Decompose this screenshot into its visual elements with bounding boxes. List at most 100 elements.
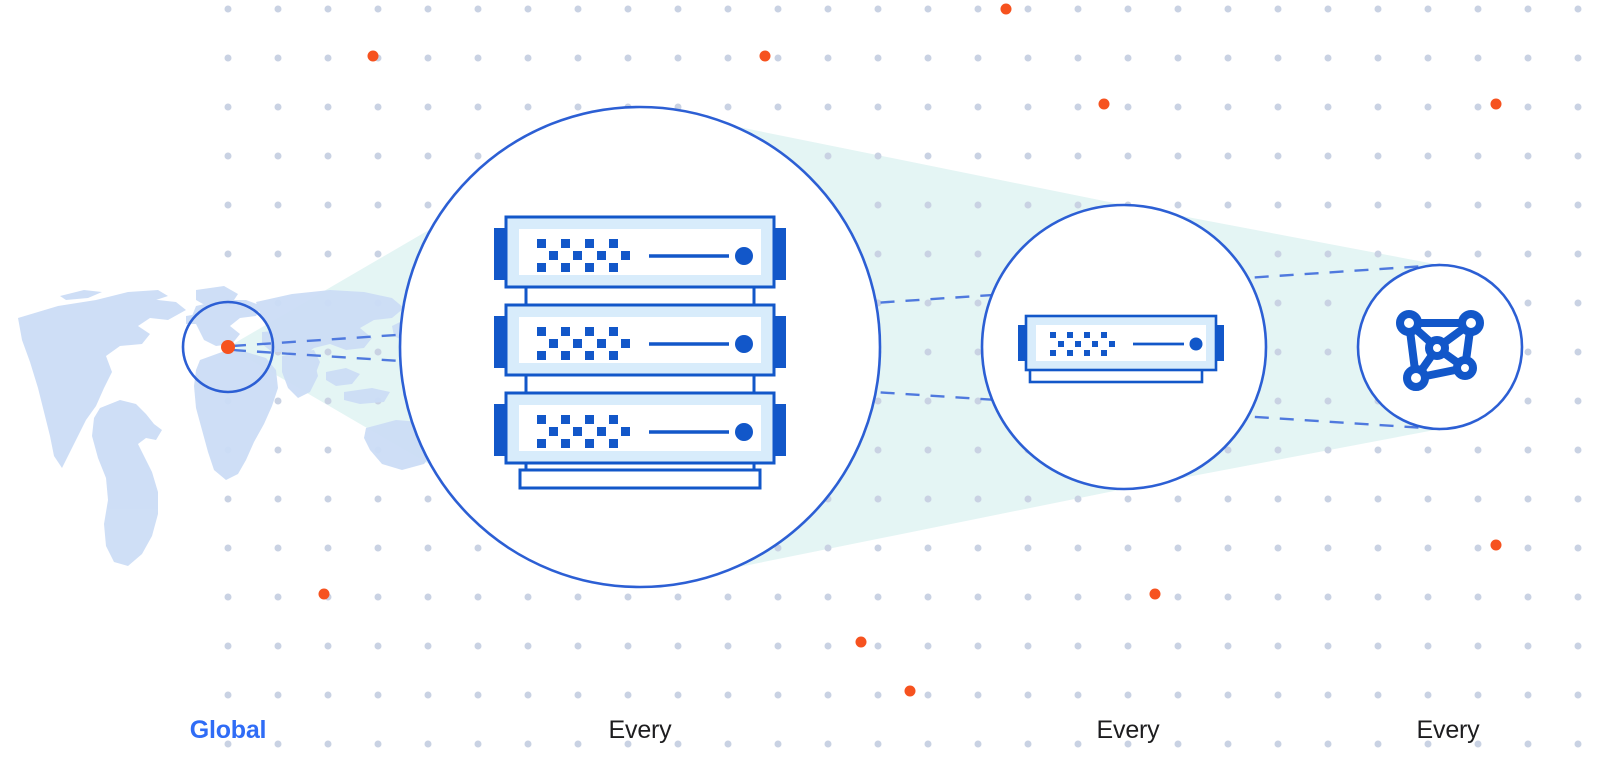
grid-dot	[824, 593, 832, 601]
grid-dot	[974, 740, 982, 748]
grid-dot	[924, 495, 932, 503]
grid-dot	[374, 495, 382, 503]
grid-dot	[224, 54, 232, 62]
grid-dot	[1524, 495, 1532, 503]
grid-dot	[224, 544, 232, 552]
grid-dot	[1274, 691, 1282, 699]
grid-dot	[724, 642, 732, 650]
grid-dot	[1224, 103, 1232, 111]
grid-dot	[324, 103, 332, 111]
rack-unit-2	[494, 303, 786, 377]
grid-dot	[874, 495, 882, 503]
grid-dot	[324, 446, 332, 454]
grid-dot	[1424, 250, 1432, 258]
grid-dot	[424, 544, 432, 552]
grid-dot	[574, 740, 582, 748]
grid-dot	[474, 642, 482, 650]
grid-dot	[974, 446, 982, 454]
grid-dot	[774, 593, 782, 601]
grid-dot	[924, 691, 932, 699]
grid-dot	[374, 740, 382, 748]
grid-dot	[1074, 691, 1082, 699]
grid-dot	[1374, 54, 1382, 62]
grid-dot	[1174, 54, 1182, 62]
grid-dot	[324, 495, 332, 503]
grid-dot	[1324, 446, 1332, 454]
grid-dot	[1574, 5, 1582, 13]
grid-dot	[1024, 201, 1032, 209]
grid-dot	[1374, 250, 1382, 258]
grid-dot	[874, 642, 882, 650]
grid-dot	[374, 152, 382, 160]
grid-dot	[1224, 201, 1232, 209]
grid-dot	[474, 593, 482, 601]
grid-dot	[424, 5, 432, 13]
highlight-dot	[1149, 588, 1161, 600]
grid-dot	[274, 691, 282, 699]
grid-dot	[1474, 740, 1482, 748]
grid-dot	[524, 5, 532, 13]
grid-dot	[474, 544, 482, 552]
grid-dot	[824, 740, 832, 748]
grid-dot	[1574, 740, 1582, 748]
grid-dot	[1524, 152, 1532, 160]
grid-dot	[874, 397, 882, 405]
label-global-network-line1: Global	[189, 716, 267, 744]
grid-dot	[324, 397, 332, 405]
grid-dot	[1024, 740, 1032, 748]
grid-dot	[1124, 642, 1132, 650]
grid-dot	[1474, 642, 1482, 650]
grid-dot	[1424, 593, 1432, 601]
grid-dot	[774, 642, 782, 650]
grid-dot	[874, 152, 882, 160]
grid-dot	[274, 397, 282, 405]
grid-dot	[1274, 250, 1282, 258]
grid-dot	[1174, 740, 1182, 748]
icon-server-rack	[494, 215, 786, 490]
grid-dot	[1574, 397, 1582, 405]
grid-dot	[824, 544, 832, 552]
grid-dot	[374, 103, 382, 111]
grid-dot	[1224, 691, 1232, 699]
grid-dot	[674, 593, 682, 601]
grid-dot	[1274, 593, 1282, 601]
grid-dot	[874, 544, 882, 552]
grid-dot	[1074, 201, 1082, 209]
grid-dot	[1524, 201, 1532, 209]
grid-dot	[1274, 201, 1282, 209]
grid-dot	[1324, 495, 1332, 503]
grid-dot	[1024, 152, 1032, 160]
grid-dot	[1324, 103, 1332, 111]
grid-dot	[624, 691, 632, 699]
grid-dot	[274, 250, 282, 258]
grid-dot	[874, 250, 882, 258]
grid-dot	[374, 5, 382, 13]
grid-dot	[1524, 250, 1532, 258]
highlight-dot	[1490, 539, 1502, 551]
highlight-dot	[367, 50, 379, 62]
grid-dot	[374, 348, 382, 356]
grid-dot	[574, 103, 582, 111]
grid-dot	[924, 152, 932, 160]
grid-dot	[1524, 544, 1532, 552]
rack-unit-1	[494, 215, 786, 289]
grid-dot	[1074, 54, 1082, 62]
grid-dot	[924, 397, 932, 405]
grid-dot	[1324, 691, 1332, 699]
grid-dot	[524, 642, 532, 650]
grid-dot	[1524, 54, 1532, 62]
grid-dot	[1174, 642, 1182, 650]
grid-dot	[274, 642, 282, 650]
grid-dot	[974, 250, 982, 258]
grid-dot	[1174, 544, 1182, 552]
grid-dot	[374, 642, 382, 650]
icon-single-server	[1018, 314, 1224, 384]
grid-dot	[1424, 152, 1432, 160]
grid-dot	[1274, 5, 1282, 13]
grid-dot	[624, 740, 632, 748]
grid-dot	[1424, 5, 1432, 13]
grid-dot	[224, 152, 232, 160]
grid-dot	[424, 593, 432, 601]
grid-dot	[1324, 397, 1332, 405]
grid-dot	[1324, 593, 1332, 601]
